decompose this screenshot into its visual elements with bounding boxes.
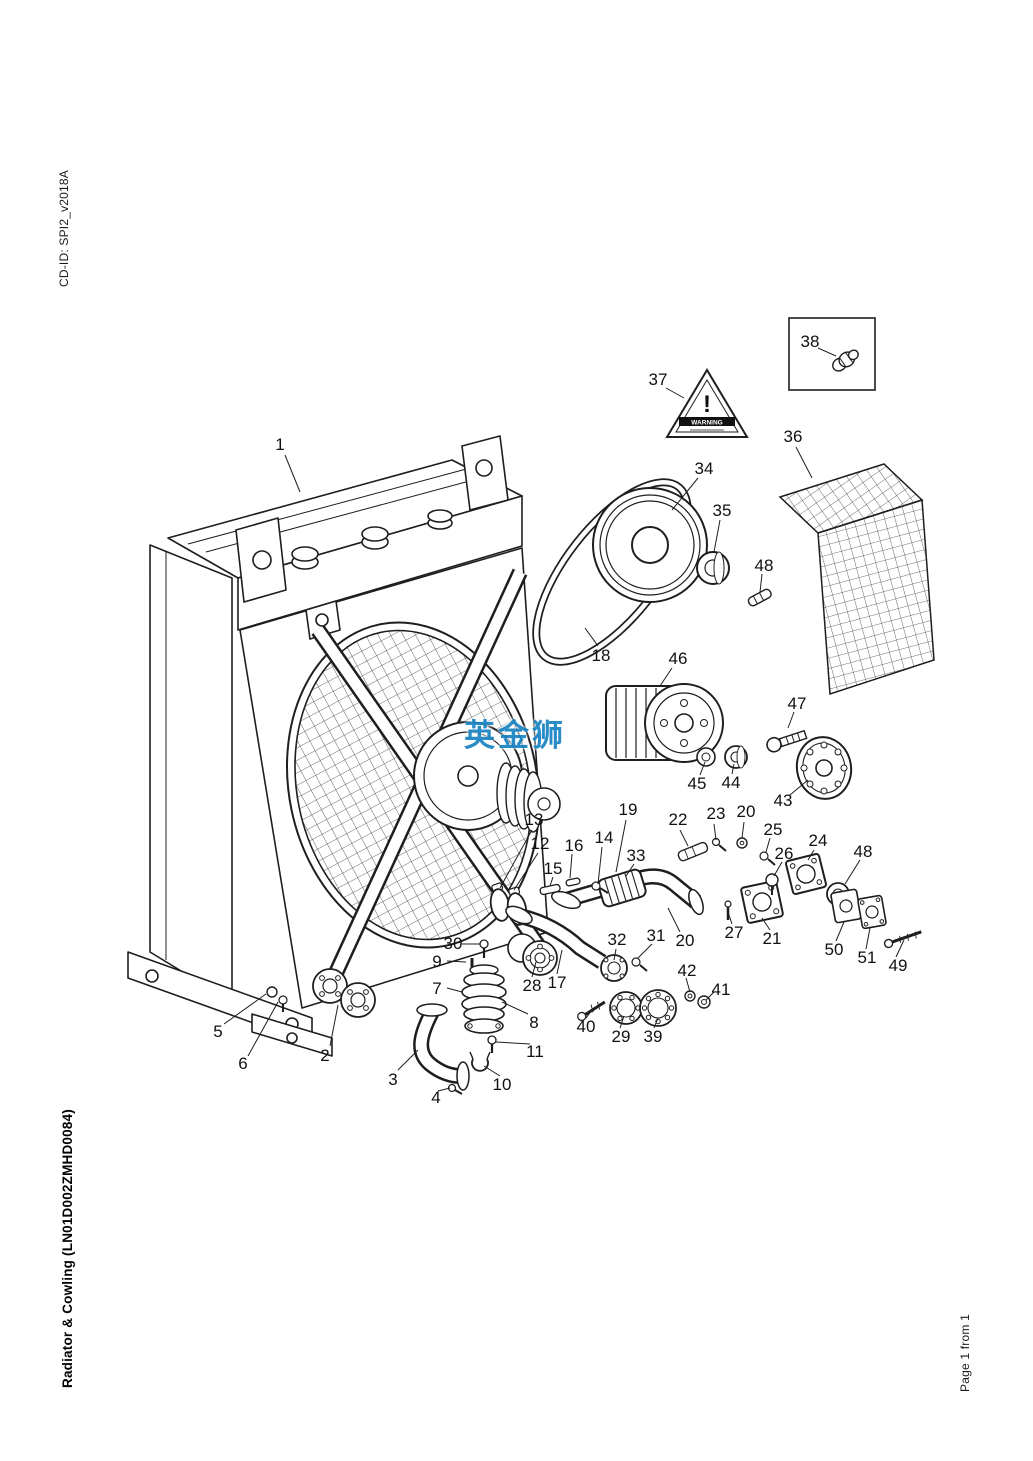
warning-label: WARNING (691, 420, 722, 427)
inset-box-38 (788, 317, 876, 391)
hub-45 (696, 747, 716, 767)
upper-pipe-assembly (550, 837, 922, 949)
watermark: 英金狮 (464, 718, 566, 753)
pipe-flange-20b (550, 890, 582, 910)
fitting-26 (765, 873, 779, 895)
plate-50 (830, 888, 862, 924)
bolt-23 (711, 837, 727, 852)
bolt-47 (766, 729, 808, 753)
nipple-22 (677, 841, 709, 862)
clamp-10 (469, 1051, 491, 1072)
elbow-pipe-3 (413, 1003, 470, 1091)
warning-exclamation: ! (703, 391, 711, 418)
flange-disc-43 (795, 736, 853, 800)
bolt-40 (577, 1000, 606, 1022)
flange-28 (507, 933, 558, 976)
mesh-panel-36 (778, 463, 935, 696)
pulley-pack-46 (605, 683, 724, 763)
warning-triangle-37: ! WARNING (665, 368, 749, 438)
fan-pulley-cluster (413, 721, 561, 833)
drain-plug-5-6 (266, 986, 288, 1012)
bushing-35 (696, 551, 730, 585)
flex-coupling-7 (461, 964, 507, 1034)
flange-32 (600, 954, 628, 982)
flange-39 (639, 989, 677, 1027)
ribbed-hose-33 (597, 868, 647, 908)
square-plate-24 (785, 853, 827, 895)
filler-caps (291, 509, 453, 570)
bolt-25 (759, 851, 776, 866)
nut-20a (736, 837, 748, 849)
pin-16 (565, 877, 581, 887)
radiator-left-panel (149, 544, 233, 1003)
pulley-34 (592, 487, 708, 603)
bushing-44 (724, 745, 748, 769)
bolt-11 (487, 1035, 497, 1053)
pin-15 (539, 883, 561, 896)
plate-51 (857, 894, 887, 930)
nut-42 (684, 990, 696, 1002)
lower-pipe-assembly (413, 877, 711, 1095)
flange-29 (609, 991, 643, 1025)
key-pin-48a (747, 588, 772, 607)
leader-lines (223, 347, 905, 1092)
bolt-31 (631, 957, 648, 972)
grommet-38 (832, 349, 859, 372)
square-flange-21 (740, 880, 784, 924)
flange-pair-2 (312, 968, 376, 1018)
bolt-49 (883, 930, 922, 949)
